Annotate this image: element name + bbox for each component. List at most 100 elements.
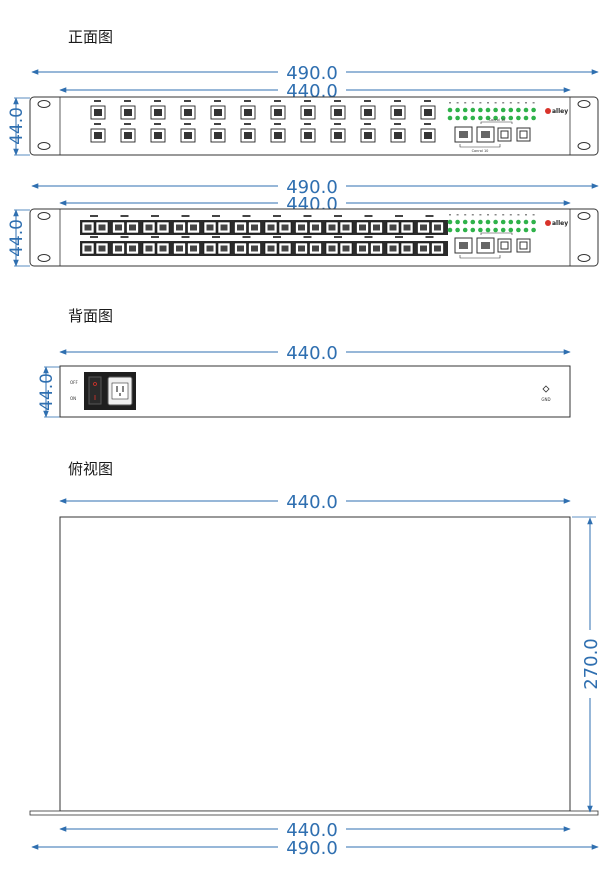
status-led (485, 219, 491, 225)
status-led (523, 115, 529, 121)
status-led (493, 227, 498, 233)
port-label-mark (364, 100, 371, 102)
usb-port-1 (497, 127, 512, 142)
front-view-title: 正面图 (68, 28, 114, 46)
console-label-b-front1: Conrol 10 (472, 149, 489, 153)
port-label-mark (214, 100, 221, 102)
port-label-mark (274, 123, 281, 125)
dim-490-front1: 490.0 (286, 63, 338, 84)
port-label-mark (120, 236, 129, 238)
port-label-mark (334, 123, 341, 125)
brand-name-front2: alley (552, 220, 568, 227)
ear-hole-right-bottom (577, 142, 591, 150)
status-led (508, 107, 514, 113)
status-led (523, 219, 529, 225)
port-label-mark (214, 123, 221, 125)
port-label-mark (124, 123, 131, 125)
status-led (462, 115, 468, 121)
ear-hole-left-top (37, 100, 51, 108)
port-label-mark (394, 100, 401, 102)
status-led (478, 227, 483, 233)
dim-440-top: 440.0 (286, 492, 338, 513)
usb-port-2 (516, 127, 531, 142)
port-label-mark (94, 123, 101, 125)
status-led (516, 115, 521, 121)
status-led (500, 219, 506, 225)
status-led (493, 219, 498, 225)
port-label-mark (273, 236, 281, 238)
port-label-mark (395, 215, 403, 217)
power-switch (88, 376, 102, 405)
port-label-mark (120, 215, 129, 217)
port-label-mark (154, 123, 161, 125)
status-led (462, 227, 468, 233)
status-led (462, 219, 468, 225)
status-led (500, 115, 506, 121)
port-label-mark (90, 236, 98, 238)
back-view-title: 背面图 (68, 307, 114, 325)
status-led (478, 107, 483, 113)
port-label-mark (244, 123, 251, 125)
lc-port-band (80, 220, 448, 235)
status-led (500, 107, 506, 113)
status-led (447, 107, 453, 113)
dim-440-back: 440.0 (286, 343, 338, 364)
port-label-mark (181, 236, 190, 238)
port-label-mark (184, 123, 191, 125)
status-led (516, 107, 521, 113)
status-led (455, 115, 460, 121)
top-view-title: 俯视图 (68, 460, 114, 478)
status-led (478, 219, 483, 225)
status-led (531, 115, 536, 121)
port-label-mark (304, 123, 311, 125)
status-led (508, 219, 514, 225)
status-led (462, 107, 468, 113)
port-label-mark (424, 123, 431, 125)
status-led (470, 227, 476, 233)
status-led (508, 115, 514, 121)
port-label-mark (334, 215, 342, 217)
led-panel-front1 (447, 102, 536, 121)
port-label-mark (334, 236, 342, 238)
status-led (485, 227, 491, 233)
port-label-mark (274, 100, 281, 102)
ground-icon (542, 385, 550, 393)
dim-490-front2: 490.0 (286, 177, 338, 198)
port-label-mark (364, 123, 371, 125)
status-led (516, 219, 521, 225)
port-label-mark (90, 215, 98, 217)
dim-44-back: 44.0 (37, 373, 57, 411)
port-label-mark (151, 236, 159, 238)
port-label-mark (212, 236, 220, 238)
port-label-mark (395, 236, 403, 238)
sfp-port-grid-front1 (90, 100, 436, 143)
ear-hole-right-top (577, 100, 591, 108)
status-led (485, 107, 491, 113)
status-led (470, 115, 476, 121)
led-panel-front2 (447, 214, 536, 233)
status-led (531, 219, 536, 225)
status-led (531, 107, 536, 113)
port-label-mark (304, 100, 311, 102)
status-led (523, 227, 529, 233)
status-led (478, 115, 483, 121)
power-on-label: ON (70, 396, 76, 401)
front-ear-top (29, 810, 599, 816)
dim-44-front2: 44.0 (7, 219, 27, 257)
port-label-mark (151, 215, 159, 217)
status-led (531, 227, 536, 233)
port-label-mark (334, 100, 341, 102)
console-label-front1: Conrol 10 (489, 118, 506, 122)
ground-label: GND (541, 397, 550, 402)
chassis-back (59, 365, 571, 418)
status-led (470, 107, 476, 113)
port-label-mark (273, 215, 281, 217)
port-label-mark (184, 100, 191, 102)
status-led (447, 219, 453, 225)
port-label-mark (94, 100, 101, 102)
status-led (455, 107, 460, 113)
port-label-mark (364, 215, 373, 217)
status-led (455, 219, 460, 225)
port-label-mark (154, 100, 161, 102)
